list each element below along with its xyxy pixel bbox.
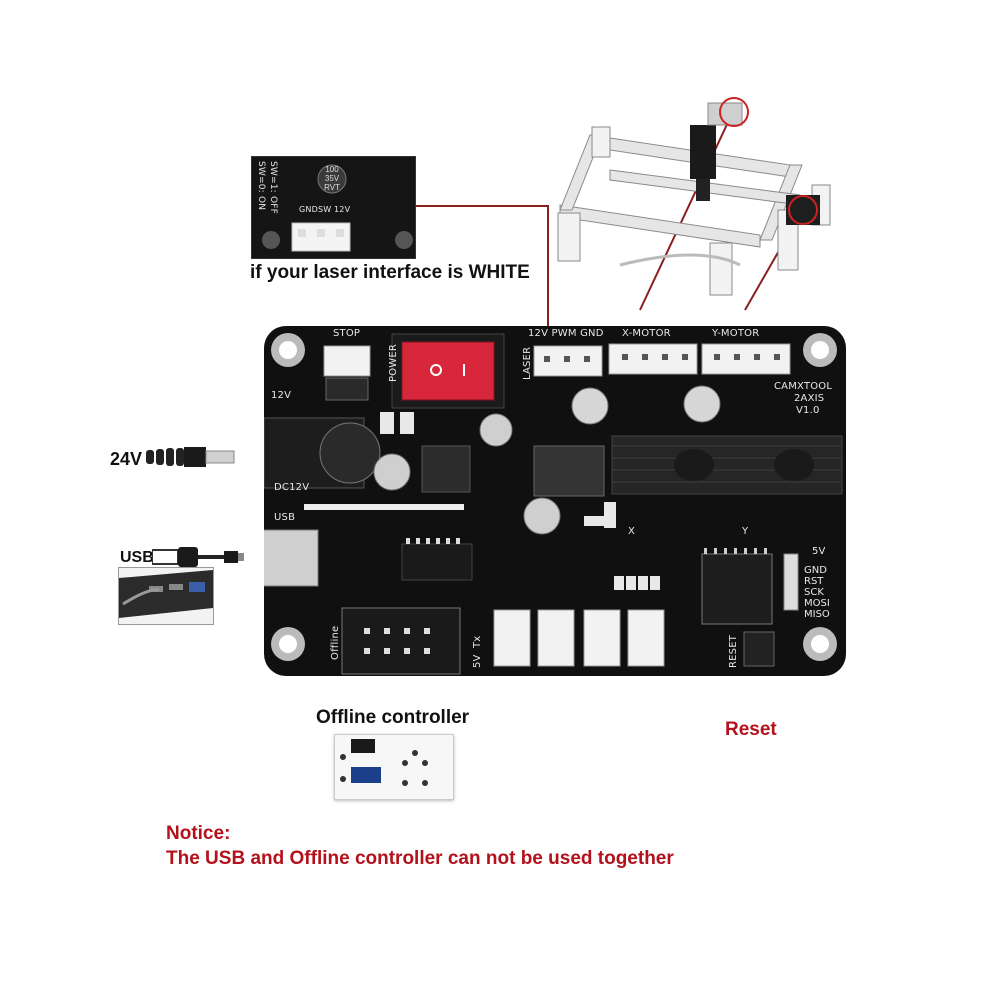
board-label-tx: Tx	[472, 635, 483, 648]
label-24v: 24V	[110, 449, 143, 469]
inset-caption: if your laser interface is WHITE	[250, 262, 530, 283]
board-label-offline: Offline	[330, 625, 341, 660]
board-label-brand: CAMXTOOL	[774, 381, 833, 392]
laser-engraver-machine	[557, 97, 831, 296]
inset-pin-12v: 12V	[334, 205, 351, 214]
board-label-usb: USB	[274, 512, 296, 523]
board-components	[264, 333, 843, 675]
mounting-holes	[271, 333, 837, 661]
laser-interface-inset-photo: SW=0: ON SW=1: OFF 100 35V RVT GND SW 12…	[251, 156, 416, 259]
inset-sw-line1: SW=0: ON	[256, 161, 266, 211]
board-label-laser-header: 12V PWM GND	[528, 328, 604, 339]
isp-pin-rst: RST	[804, 576, 824, 587]
offline-controller-drawing	[340, 739, 428, 786]
isp-pin-gnd: GND	[804, 565, 827, 576]
laptop-photo	[118, 567, 214, 625]
notice-text: The USB and Offline controller can not b…	[166, 848, 674, 869]
isp-pin-miso: MISO	[804, 609, 830, 620]
dc-power-plug-icon	[146, 447, 235, 467]
isp-pin-mosi: MOSI	[804, 598, 830, 609]
board-label-version: V1.0	[796, 405, 820, 416]
inset-photo-drawing	[252, 157, 415, 258]
inset-pin-sw: SW	[318, 205, 332, 214]
board-label-reset: RESET	[728, 634, 739, 668]
board-label-x: X	[628, 526, 636, 537]
inset-sw-line2: SW=1: OFF	[268, 161, 278, 215]
laptop-ports-drawing	[119, 570, 213, 618]
inset-cap-line: 100	[325, 165, 339, 174]
isp-pin-sck: SCK	[804, 587, 824, 598]
inset-leader-line	[414, 205, 549, 330]
label-usb: USB	[120, 549, 154, 566]
inset-capacitor-label: 100 35V RVT	[316, 165, 348, 192]
board-label-x-motor: X-MOTOR	[622, 328, 671, 339]
board-label-dc12v: DC12V	[274, 482, 310, 493]
board-label-y: Y	[742, 526, 749, 537]
board-label-power: POWER	[388, 343, 399, 382]
board-label-stop: STOP	[333, 328, 361, 339]
offline-controller-photo	[334, 734, 454, 800]
usb-cable-icon	[152, 547, 244, 567]
inset-cap-line: RVT	[324, 183, 340, 192]
board-label-model: 2AXIS	[794, 393, 825, 404]
board-label-y-motor: Y-MOTOR	[712, 328, 760, 339]
board-label-5v-isp: 5V	[812, 546, 826, 557]
board-label-laser: LASER	[522, 346, 533, 380]
inset-pin-gnd: GND	[299, 205, 318, 214]
board-label-5v-left: 5V	[472, 654, 483, 668]
board-label-12v: 12V	[271, 390, 292, 401]
reset-label: Reset	[725, 719, 777, 740]
isp-pin-labels: GND RST SCK MOSI MISO	[804, 565, 830, 620]
offline-controller-label: Offline controller	[316, 707, 470, 728]
notice-title: Notice:	[166, 823, 231, 844]
inset-cap-line: 35V	[324, 174, 340, 183]
